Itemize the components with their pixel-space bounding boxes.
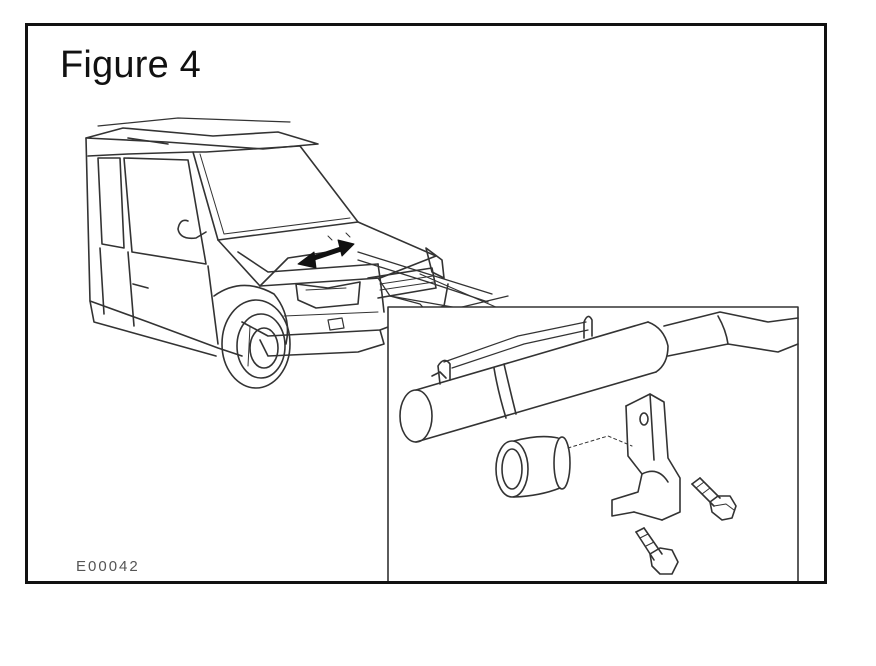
mounting-bracket <box>611 393 681 521</box>
vehicle-illustration <box>85 117 799 581</box>
figure-title: Figure 4 <box>60 44 202 86</box>
detail-inset <box>387 306 799 581</box>
figure-reference-code: E00042 <box>76 558 140 575</box>
rubber-bush <box>495 435 571 498</box>
movement-arrow-icon <box>297 239 355 269</box>
bolt-icon <box>691 477 737 521</box>
bolt-icon <box>635 527 679 575</box>
vehicle-body <box>85 117 449 389</box>
exhaust-pipe <box>399 311 799 443</box>
figure-frame: Figure 4 <box>25 23 827 584</box>
